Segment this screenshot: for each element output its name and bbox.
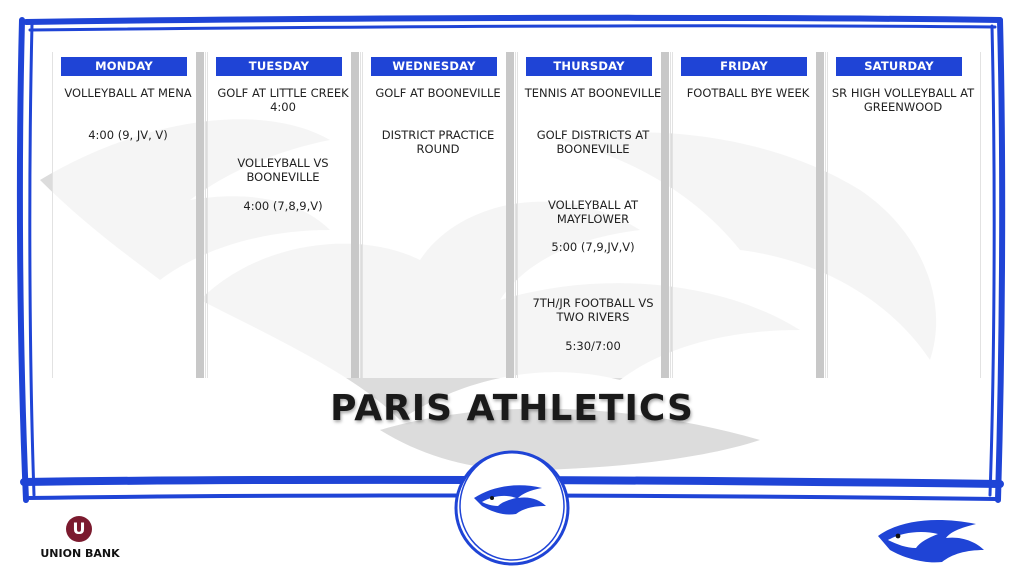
sponsor-name: UNION BANK <box>40 547 120 560</box>
event-item: GOLF AT BOONEVILLE <box>375 86 501 100</box>
event-item: GOLF DISTRICTS AT BOONEVILLE <box>536 128 650 156</box>
event-item: GOLF AT LITTLE CREEK 4:00 <box>217 86 349 114</box>
event-item: VOLLEYBALL AT MAYFLOWER <box>547 198 639 226</box>
column-background <box>207 52 361 378</box>
column-divider <box>816 52 824 378</box>
weekly-schedule: MONDAY VOLLEYBALL AT MENA 4:00 (9, JV, V… <box>52 52 981 378</box>
eagle-head-icon <box>454 450 570 566</box>
event-item: TENNIS AT BOONEVILLE <box>524 86 662 100</box>
event-item: FOOTBALL BYE WEEK <box>686 86 810 100</box>
event-item: 4:00 (9, JV, V) <box>88 128 168 142</box>
column-background <box>517 52 671 378</box>
column-background <box>52 52 206 378</box>
event-item: 7TH/JR FOOTBALL VS TWO RIVERS <box>532 296 654 324</box>
day-header: SATURDAY <box>836 57 962 76</box>
union-bank-logo: U <box>66 516 92 542</box>
column-divider <box>196 52 204 378</box>
day-column-friday: FRIDAY FOOTBALL BYE WEEK <box>672 52 826 378</box>
event-item: 4:00 (7,8,9,V) <box>243 199 323 213</box>
day-header: MONDAY <box>61 57 187 76</box>
event-item: VOLLEYBALL AT MENA <box>64 86 192 100</box>
column-divider <box>351 52 359 378</box>
column-background <box>827 52 981 378</box>
column-divider <box>661 52 669 378</box>
day-column-thursday: THURSDAY TENNIS AT BOONEVILLE GOLF DISTR… <box>517 52 671 378</box>
event-item: SR HIGH VOLLEYBALL AT GREENWOOD <box>831 86 975 114</box>
event-item: 5:00 (7,9,JV,V) <box>551 240 635 254</box>
eagle-head-icon <box>878 520 984 563</box>
day-column-saturday: SATURDAY SR HIGH VOLLEYBALL AT GREENWOOD <box>827 52 981 378</box>
event-item: DISTRICT PRACTICE ROUND <box>381 128 495 156</box>
sponsor: U UNION BANK <box>38 516 122 564</box>
page-title: PARIS ATHLETICS <box>330 388 694 429</box>
event-item: VOLLEYBALL VS BOONEVILLE <box>237 156 329 184</box>
column-divider <box>506 52 514 378</box>
event-item: 5:30/7:00 <box>565 339 621 353</box>
day-column-tuesday: TUESDAY GOLF AT LITTLE CREEK 4:00 VOLLEY… <box>207 52 361 378</box>
column-background <box>362 52 516 378</box>
column-background <box>672 52 826 378</box>
day-header: FRIDAY <box>681 57 807 76</box>
day-column-wednesday: WEDNESDAY GOLF AT BOONEVILLE DISTRICT PR… <box>362 52 516 378</box>
day-column-monday: MONDAY VOLLEYBALL AT MENA 4:00 (9, JV, V… <box>52 52 206 378</box>
day-header: WEDNESDAY <box>371 57 497 76</box>
day-header: THURSDAY <box>526 57 652 76</box>
day-header: TUESDAY <box>216 57 342 76</box>
